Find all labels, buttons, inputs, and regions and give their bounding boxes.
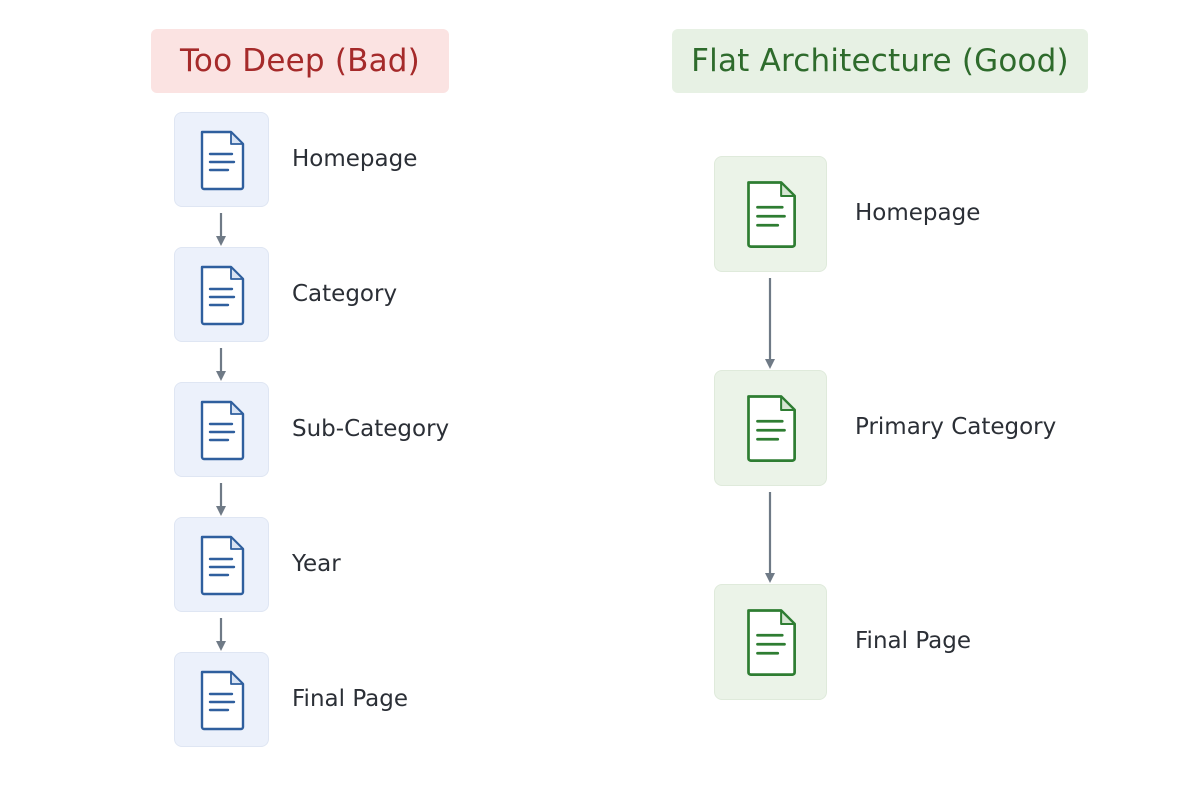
deep-node-1	[174, 112, 269, 207]
document-icon	[746, 609, 796, 676]
deep-node-label: Category	[292, 280, 398, 307]
flat-node-label: Homepage	[855, 200, 981, 226]
deep-node-label: Homepage	[292, 145, 418, 172]
document-icon	[746, 181, 796, 248]
flat-node-3	[714, 584, 827, 700]
deep-node-2	[174, 247, 269, 342]
flat-node-label: Primary Category	[855, 414, 1057, 440]
flat-node-2	[714, 370, 827, 486]
title-too-deep: Too Deep (Bad)	[151, 29, 449, 93]
deep-node-label: Year	[292, 550, 341, 577]
deep-node-5	[174, 652, 269, 747]
deep-node-3	[174, 382, 269, 477]
flat-node-1	[714, 156, 827, 272]
flat-node-label: Final Page	[855, 628, 971, 654]
deep-node-4	[174, 517, 269, 612]
title-flat-architecture: Flat Architecture (Good)	[672, 29, 1088, 93]
document-icon	[200, 670, 244, 730]
deep-node-label: Final Page	[292, 685, 408, 712]
document-icon	[200, 130, 244, 190]
deep-node-label: Sub-Category	[292, 415, 450, 442]
document-icon	[200, 265, 244, 325]
document-icon	[746, 395, 796, 462]
document-icon	[200, 400, 244, 460]
document-icon	[200, 535, 244, 595]
